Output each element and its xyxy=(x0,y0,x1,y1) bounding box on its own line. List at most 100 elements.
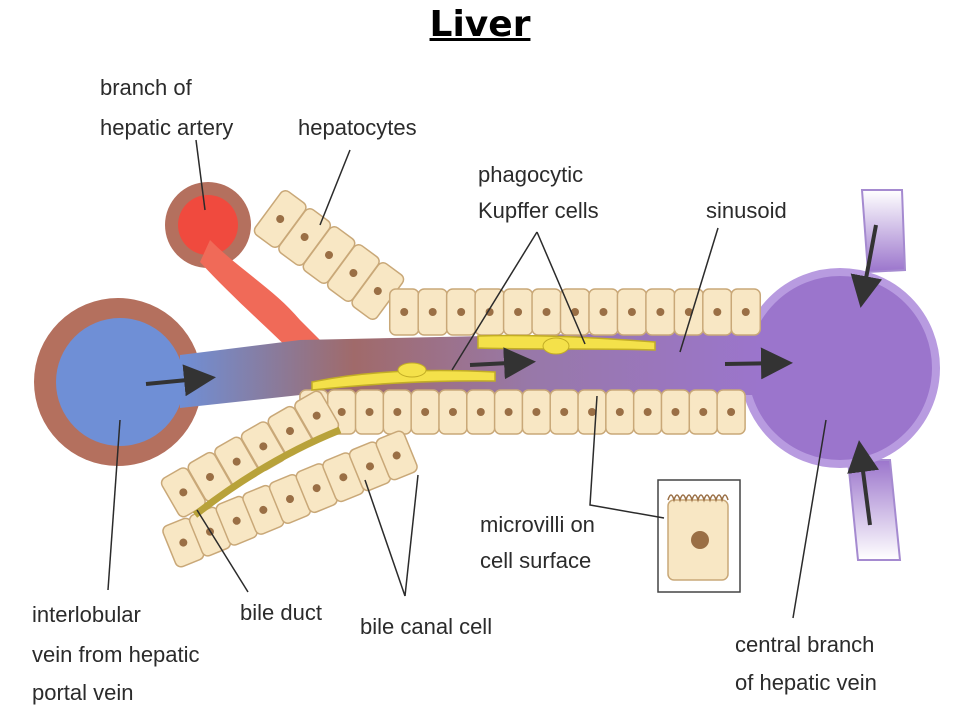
hepatocyte-nucleus xyxy=(365,408,374,416)
hepatocyte-nucleus xyxy=(393,408,402,416)
hepatocyte-nucleus xyxy=(286,495,294,503)
hepatocyte-nucleus xyxy=(656,308,665,316)
label-interlobular-3: portal vein xyxy=(32,680,134,705)
hepatocyte-cell xyxy=(531,288,562,336)
hepatocyte-nucleus xyxy=(741,308,750,316)
label-bile-duct: bile duct xyxy=(240,600,322,625)
hepatocyte-cell xyxy=(388,288,420,336)
hepatocyte-nucleus xyxy=(684,308,693,316)
hepatocyte-cell xyxy=(493,389,524,435)
hepatocyte-nucleus xyxy=(560,408,569,416)
hepatocyte-cell xyxy=(382,389,413,435)
hepatocyte-cell xyxy=(632,389,663,435)
flow-arrow-vein-top xyxy=(850,224,883,308)
label-interlobular-1: interlobular xyxy=(32,602,141,627)
hepatocyte-nucleus xyxy=(339,473,348,482)
hepatocyte-nucleus xyxy=(392,451,401,460)
label-hepatocytes: hepatocytes xyxy=(298,115,417,140)
label-branch-hepatic-artery-2: hepatic artery xyxy=(100,115,233,140)
hepatocyte-nucleus xyxy=(232,516,241,525)
hepatocyte-nucleus xyxy=(643,408,652,416)
hepatocyte-nucleus xyxy=(615,408,624,416)
hepatocyte-nucleus xyxy=(421,408,430,416)
hepatocyte-nucleus xyxy=(259,442,268,451)
hepatocyte-nucleus xyxy=(366,462,374,471)
label-central-2: of hepatic vein xyxy=(735,670,877,695)
label-microvilli-1: microvilli on xyxy=(480,512,595,537)
hepatocyte-cell xyxy=(375,430,418,481)
hepatocyte-cell xyxy=(445,288,477,336)
hepatocyte-nucleus xyxy=(571,308,579,316)
hepatocytes-upper xyxy=(253,190,762,336)
hepatocyte-nucleus xyxy=(300,233,309,241)
hepatocyte-cell xyxy=(588,288,619,336)
hepatocyte-nucleus xyxy=(337,408,346,416)
label-interlobular-2: vein from hepatic xyxy=(32,642,200,667)
label-sinusoid: sinusoid xyxy=(706,198,787,223)
hepatocyte-nucleus xyxy=(532,408,541,416)
label-kupffer-2: Kupffer cells xyxy=(478,198,599,223)
hepatocyte-cell xyxy=(267,405,313,457)
hepatocyte-nucleus xyxy=(671,408,680,416)
hepatocyte-nucleus xyxy=(312,411,321,420)
hepatocyte-nucleus xyxy=(349,269,358,277)
hepatocyte-cell xyxy=(354,389,385,435)
hepatocyte-cell xyxy=(549,389,579,435)
hepatocyte-nucleus xyxy=(457,308,466,316)
portal-vein xyxy=(56,318,184,446)
hepatocyte-nucleus xyxy=(727,408,736,416)
hepatocyte-nucleus xyxy=(713,308,722,316)
microvilli-fringe xyxy=(667,494,729,503)
hepatocyte-cell xyxy=(645,288,676,336)
hepatocyte-cell xyxy=(730,288,762,336)
hepatocyte-nucleus xyxy=(476,408,485,416)
microvilli-cell-nucleus xyxy=(691,531,709,549)
hepatocyte-nucleus xyxy=(325,251,333,259)
flow-arrow-central xyxy=(724,347,793,380)
hepatocyte-cell xyxy=(616,288,648,336)
hepatocyte-cell xyxy=(502,288,534,336)
hepatocyte-nucleus xyxy=(206,473,214,481)
label-microvilli-2: cell surface xyxy=(480,548,591,573)
hepatic-vein-bottom-branch xyxy=(846,459,902,561)
hepatocyte-nucleus xyxy=(179,488,188,497)
hepatocyte-cell xyxy=(660,389,691,435)
hepatocyte-cell xyxy=(673,288,705,336)
hepatocytes-lower xyxy=(160,389,746,568)
label-bile-canal-cell: bile canal cell xyxy=(360,614,492,639)
page-title: Liver xyxy=(429,4,531,45)
artery-branch xyxy=(200,240,330,360)
hepatocyte-cell xyxy=(466,389,496,435)
hepatocyte-nucleus xyxy=(179,538,188,547)
hepatocyte-nucleus xyxy=(448,408,457,416)
hepatocyte-cell xyxy=(474,288,505,336)
label-central-1: central branch xyxy=(735,632,874,657)
flow-arrow-portal xyxy=(145,364,216,397)
hepatocyte-nucleus xyxy=(599,308,608,316)
hepatocyte-nucleus xyxy=(699,408,708,416)
kupffer-cell-left xyxy=(311,369,496,391)
hepatic-artery xyxy=(178,195,238,255)
hepatocyte-cell xyxy=(577,389,607,435)
hepatocyte-nucleus xyxy=(542,308,551,316)
hepatocyte-cell xyxy=(605,389,635,435)
hepatocyte-nucleus xyxy=(286,427,294,435)
kupffer-cell-left-nucleus xyxy=(397,362,427,378)
bile-duct-channel xyxy=(192,426,342,518)
hepatocyte-cell xyxy=(688,389,719,435)
hepatocyte-cell xyxy=(417,288,448,336)
label-branch-hepatic-artery-1: branch of xyxy=(100,75,193,100)
hepatocyte-cell xyxy=(521,389,552,435)
hepatocyte-nucleus xyxy=(232,457,241,466)
flow-arrow-vein-bottom xyxy=(847,440,879,526)
hepatocyte-nucleus xyxy=(588,408,597,416)
hepatocyte-nucleus xyxy=(514,308,523,316)
hepatocyte-cell xyxy=(438,389,468,435)
hepatocyte-nucleus xyxy=(400,308,409,316)
flow-arrow-sinusoid xyxy=(469,347,536,380)
kupffer-cell-right-nucleus xyxy=(542,337,570,355)
hepatocyte-nucleus xyxy=(373,287,382,295)
hepatocyte-cell xyxy=(410,389,440,435)
hepatocyte-nucleus xyxy=(627,308,636,316)
